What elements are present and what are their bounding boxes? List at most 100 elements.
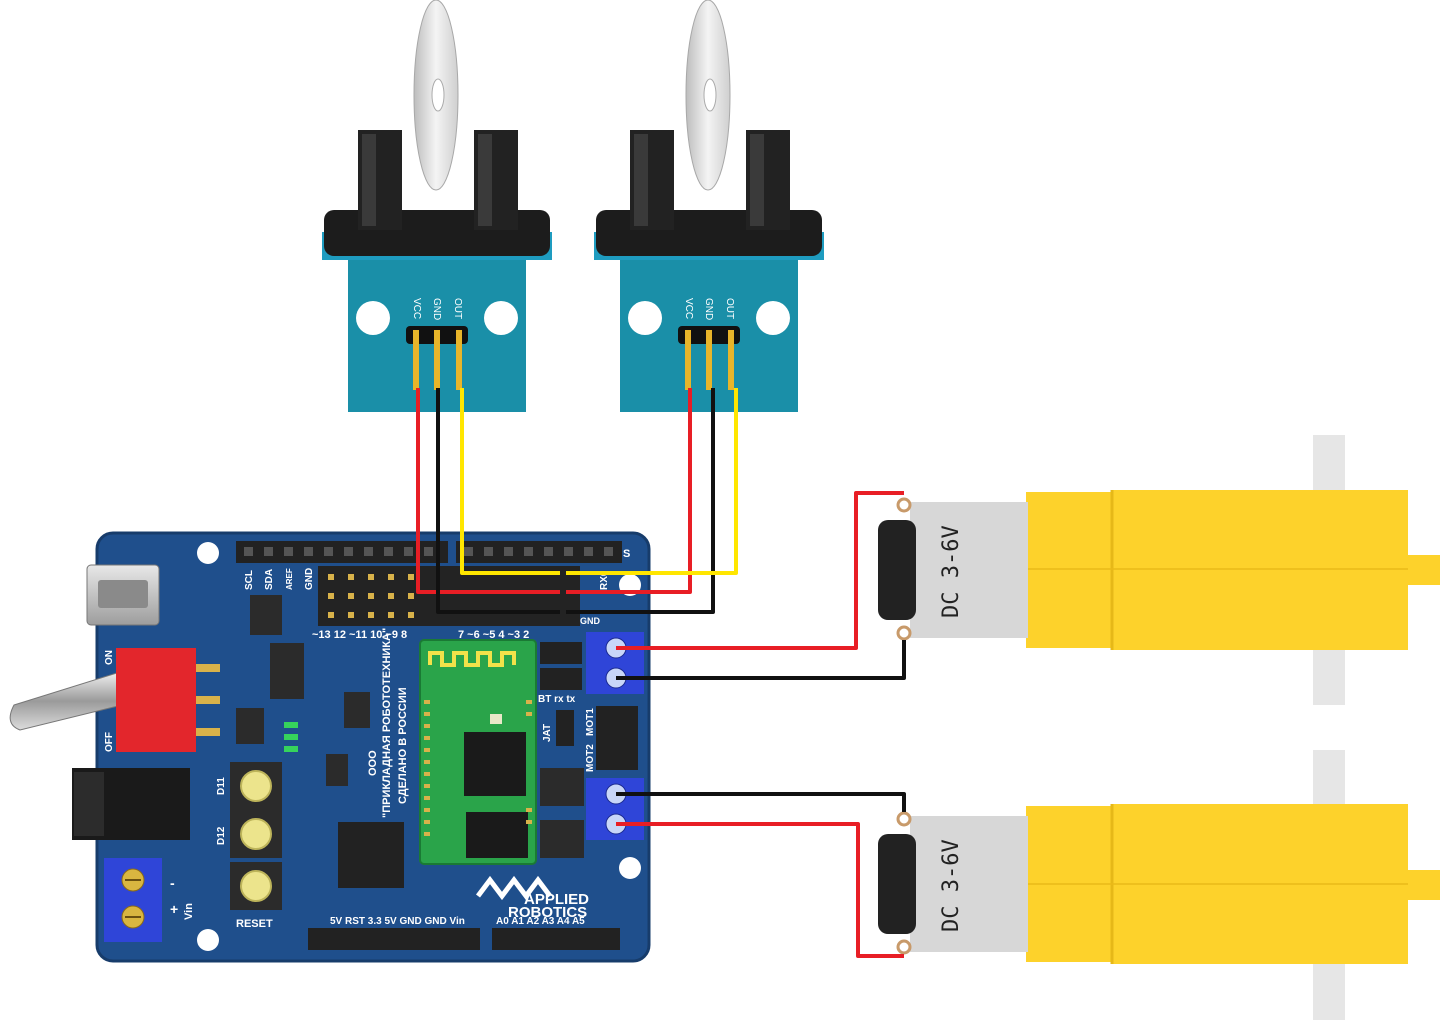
brand-line-1: APPLIED xyxy=(524,891,589,908)
gearbox-body xyxy=(1112,490,1408,650)
mot2-label: MOT2 xyxy=(585,744,596,772)
d12-label: D12 xyxy=(216,826,227,845)
motor-terminal xyxy=(896,811,912,827)
label-scl: SCL xyxy=(244,570,255,590)
male-pin-block xyxy=(318,566,580,626)
button-d12[interactable] xyxy=(240,818,272,850)
jat-jumper xyxy=(556,710,574,746)
pin-label-out: OUT xyxy=(724,298,735,319)
bt-antenna xyxy=(428,651,516,667)
pin xyxy=(685,330,691,390)
motor-terminal xyxy=(896,939,912,955)
encoder-sensor-1: VCC GND OUT xyxy=(322,0,552,412)
bt-chip xyxy=(466,812,528,858)
header-analog xyxy=(492,928,620,950)
bt-chip xyxy=(464,732,526,796)
jat-label: JAT xyxy=(542,724,553,742)
motor-terminal xyxy=(896,625,912,641)
plus-label: + xyxy=(170,901,178,917)
reset-label: RESET xyxy=(236,918,273,930)
bt-label: BT rx tx xyxy=(538,694,576,705)
company-line-1: ООО xyxy=(367,750,379,776)
wire-sensor1-out xyxy=(460,388,560,575)
wire-motor2-red xyxy=(616,822,904,958)
driver-chip xyxy=(540,820,584,858)
motor-shaft xyxy=(1405,870,1440,900)
s-label: S xyxy=(623,548,630,560)
pin-label-out: OUT xyxy=(452,298,463,319)
label-sda: SDA xyxy=(264,569,275,590)
motor-terminal xyxy=(896,497,912,513)
bt-jumper xyxy=(540,642,582,664)
disc-hub xyxy=(703,78,717,112)
mot-header xyxy=(596,706,638,770)
motor-shaft xyxy=(1405,555,1440,585)
brand-logo xyxy=(476,875,552,901)
board-hole xyxy=(197,929,219,951)
wire-sensor2-out xyxy=(566,388,738,575)
wire-sensor2-gnd xyxy=(566,388,715,614)
housing-highlight xyxy=(478,134,492,226)
brand-line-2: ROBOTICS xyxy=(508,904,587,921)
driver-chip xyxy=(540,768,584,806)
mounting-hole xyxy=(756,301,790,335)
chip xyxy=(344,692,370,728)
led-green xyxy=(284,746,298,752)
chip xyxy=(326,754,348,786)
motor-label: DC 3-6V xyxy=(939,525,964,618)
motor-label: DC 3-6V xyxy=(939,839,964,932)
mounting-hole xyxy=(484,301,518,335)
on-label: ON xyxy=(104,650,115,665)
regulator xyxy=(270,643,304,699)
toggle-lever xyxy=(9,671,123,731)
led-green xyxy=(284,734,298,740)
header-power xyxy=(308,928,480,950)
dc-motor-1: DC 3-6V xyxy=(878,435,1440,705)
header-top-right xyxy=(456,541,622,563)
label-rx: RX0 xyxy=(599,570,610,590)
wire-motor1-black xyxy=(616,640,906,680)
bt-crystal xyxy=(490,714,502,724)
d11-label: D11 xyxy=(216,777,227,795)
male-pins xyxy=(328,574,414,618)
analog-pin-labels: A0 A1 A2 A3 A4 A5 xyxy=(496,916,585,927)
microcontroller xyxy=(338,822,404,888)
digital-pin-labels-2: 7 ~6 ~5 4 ~3 2 xyxy=(458,629,529,641)
mounting-hole xyxy=(356,301,390,335)
pin xyxy=(434,330,440,390)
label-aref: AREF xyxy=(285,568,294,590)
mounting-hole xyxy=(628,301,662,335)
gearbox-front xyxy=(1026,492,1116,648)
power-pin-labels: 5V RST 3.3 5V GND GND Vin xyxy=(330,916,465,927)
housing-highlight xyxy=(362,134,376,226)
pin xyxy=(706,330,712,390)
header-top-left xyxy=(236,541,448,563)
dc-motor-2: DC 3-6V xyxy=(878,750,1440,1020)
motor-endcap xyxy=(878,834,916,934)
disc-hub xyxy=(431,78,445,112)
header-sockets xyxy=(244,547,613,556)
label-gnd-top: GND xyxy=(304,568,315,590)
power-switch[interactable] xyxy=(116,648,196,752)
wires xyxy=(416,388,906,958)
controller-board: S SCL SDA AREF GND RX0 GND ~13 12 ~11 10… xyxy=(9,531,651,963)
pin-label-gnd: GND xyxy=(703,298,714,320)
led-green xyxy=(284,722,298,728)
pin-label-vcc: VCC xyxy=(411,298,422,319)
button-reset[interactable] xyxy=(240,870,272,902)
pin xyxy=(456,330,462,390)
wire-sensor1-vcc xyxy=(416,388,560,594)
board-hole xyxy=(197,542,219,564)
housing-highlight xyxy=(634,134,648,226)
encoder-sensor-2: VCC GND OUT xyxy=(594,0,824,412)
wire-motor1-red xyxy=(616,491,904,650)
chip xyxy=(236,708,264,744)
housing-highlight xyxy=(750,134,764,226)
button-d11[interactable] xyxy=(240,770,272,802)
digital-pin-labels: ~13 12 ~11 10 ~9 8 xyxy=(312,629,407,641)
pin xyxy=(413,330,419,390)
wire-sensor2-vcc xyxy=(566,388,692,594)
motor-can xyxy=(910,502,1028,638)
wire-sensor1-gnd xyxy=(436,388,560,614)
